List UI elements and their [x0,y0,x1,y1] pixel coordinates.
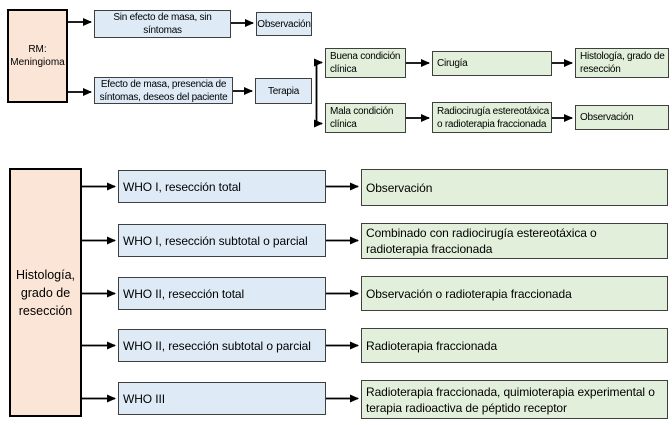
node-tx-radioterapia: Radioterapia fraccionada [361,328,668,363]
node-histologia-grado-top: Histología, grado de resección [575,48,669,78]
node-mala-condicion: Mala condición clínica [325,103,406,133]
node-buena-condicion: Buena condición clínica [325,48,406,78]
node-tx-radioterapia-quimioterapia: Radioterapia fraccionada, quimioterapia … [361,380,668,419]
node-tx-observacion: Observación [361,169,668,206]
node-histologia-grado-left: Histología, grado de resección [9,168,82,417]
node-cirugia: Cirugía [432,51,552,76]
node-tx-combinado: Combinado con radiocirugía estereotáxica… [361,223,668,259]
node-radiocirugia-estereotaxica: Radiocirugía estereotáxica o radioterapi… [432,102,552,133]
node-who-1-total: WHO I, resección total [118,170,326,203]
node-tx-observacion-radioterapia: Observación o radioterapia fraccionada [361,276,668,311]
node-rm-meningioma: RM: Meningioma [7,9,68,103]
node-who-2-subtotal: WHO II, resección subtotal o parcial [118,329,326,362]
node-who-2-total: WHO II, resección total [118,277,326,310]
node-observacion-top: Observación [256,12,312,36]
node-terapia: Terapia [255,78,312,104]
node-sin-efecto-masa: Sin efecto de masa, sin síntomas [94,10,231,38]
node-who-3: WHO III [118,382,326,415]
node-efecto-masa: Efecto de masa, presencia de síntomas, d… [94,77,233,104]
node-who-1-subtotal: WHO I, resección subtotal o parcial [118,224,326,257]
node-observacion-mala: Observación [575,105,669,130]
